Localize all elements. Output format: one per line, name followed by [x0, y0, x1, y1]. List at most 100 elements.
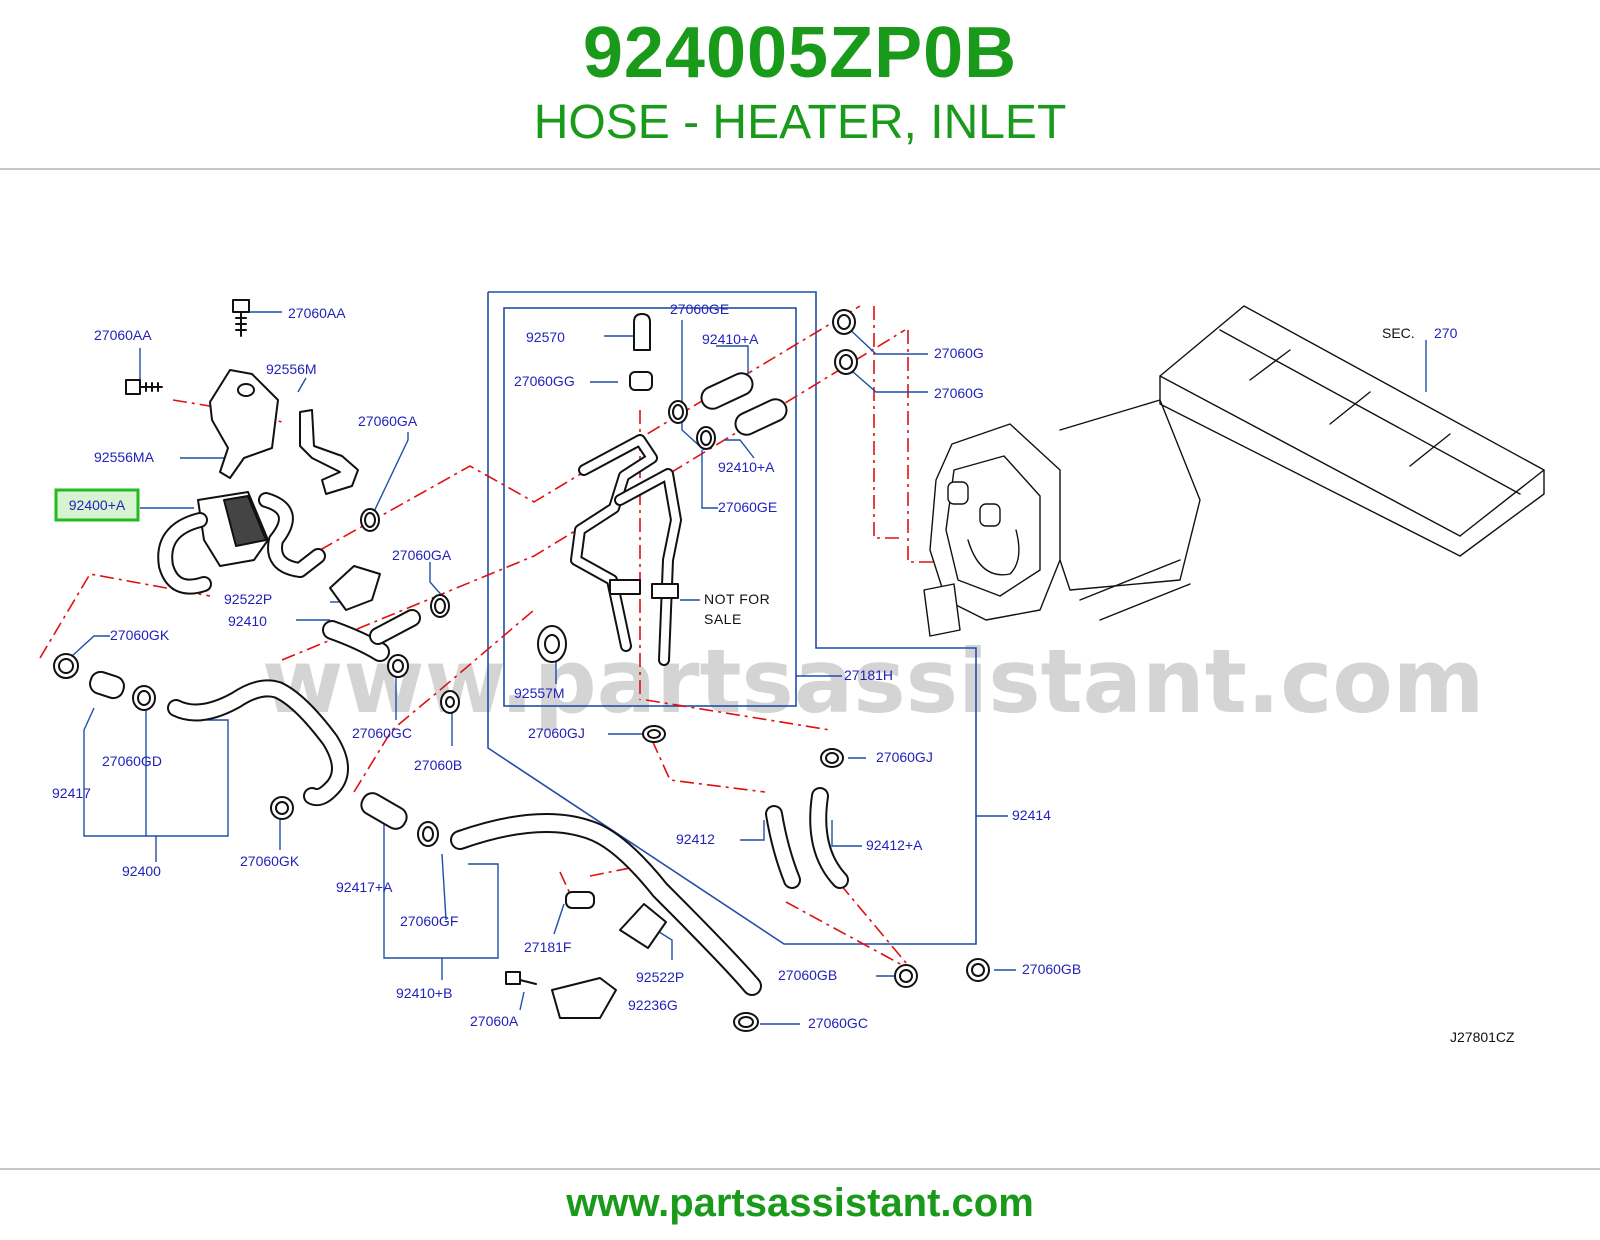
label-92557M[interactable]: 92557M	[514, 685, 565, 701]
pipe-92417-icon	[89, 670, 125, 700]
engine-manifold-icon	[923, 305, 1545, 637]
clamp-27060GC-1-icon	[387, 654, 409, 678]
label-92522P-2[interactable]: 92522P	[636, 969, 684, 985]
clamp-27060GB-1-icon	[894, 964, 918, 988]
header-divider	[0, 168, 1600, 170]
page-header: 924005ZP0B HOSE - HEATER, INLET	[0, 0, 1600, 170]
diagram-notes: SEC. NOT FOR SALE J27801CZ	[704, 325, 1515, 1045]
sleeve-92410A-1-icon	[700, 372, 754, 410]
label-27060GJ-2[interactable]: 27060GJ	[876, 749, 933, 765]
label-27060GK-2[interactable]: 27060GK	[240, 853, 300, 869]
label-27060B[interactable]: 27060B	[414, 757, 462, 773]
label-92412A[interactable]: 92412+A	[866, 837, 923, 853]
label-92410B[interactable]: 92410+B	[396, 985, 452, 1001]
connection-lines	[39, 305, 950, 971]
highlighted-part-label[interactable]: 92400+A	[69, 497, 126, 513]
clamp-27060GJ-2-icon	[820, 748, 844, 768]
clamp-27060GC-2-icon	[733, 1012, 759, 1032]
pipe-assembly-27181H-icon	[570, 434, 682, 666]
label-92236G[interactable]: 92236G	[628, 997, 678, 1013]
label-92556MA[interactable]: 92556MA	[94, 449, 155, 465]
clip-27181F-icon	[565, 891, 595, 909]
label-27060GD[interactable]: 27060GD	[102, 753, 162, 769]
label-27060GA-1[interactable]: 27060GA	[358, 413, 418, 429]
label-27060GB-1[interactable]: 27060GB	[778, 967, 837, 983]
clamp-27060GB-2-icon	[966, 958, 990, 982]
bracket-92236G-icon	[551, 977, 617, 1019]
label-27060GB-2[interactable]: 27060GB	[1022, 961, 1081, 977]
label-27060GC-1[interactable]: 27060GC	[352, 725, 412, 741]
hose-92410B-icon	[450, 812, 762, 996]
bracket-92556MA-icon	[209, 369, 279, 479]
label-27060GE-2[interactable]: 27060GE	[718, 499, 777, 515]
label-92410[interactable]: 92410	[228, 613, 267, 629]
valve-92400A-icon	[157, 491, 326, 595]
bolt-top-icon	[232, 299, 250, 337]
label-92417[interactable]: 92417	[52, 785, 91, 801]
clamp-27060GK-2-icon	[270, 796, 294, 820]
grommet-92522P-icon	[329, 565, 381, 611]
part-labels: 27060AA 27060AA 92556M 92556MA 27060GA 2…	[52, 301, 1458, 1031]
label-27060GA-2[interactable]: 27060GA	[392, 547, 452, 563]
clamp-27060GG-icon	[629, 371, 653, 391]
group-frame-92414	[487, 291, 977, 945]
label-27060GF[interactable]: 27060GF	[400, 913, 458, 929]
label-92414[interactable]: 92414	[1012, 807, 1051, 823]
clamp-27060GJ-1-icon	[642, 725, 666, 743]
leader-lines	[71, 311, 1427, 1025]
label-27060GJ-1[interactable]: 27060GJ	[528, 725, 585, 741]
label-92400[interactable]: 92400	[122, 863, 161, 879]
footer-url[interactable]: www.partsassistant.com	[566, 1181, 1034, 1225]
clamp-27060G-2-icon	[834, 349, 858, 375]
watermark-text: www.partsassistant.com	[262, 630, 1485, 733]
label-27060AA-top[interactable]: 27060AA	[288, 305, 346, 321]
pipe-92417A-icon	[360, 792, 408, 830]
parts-diagram-svg: www.partsassistant.com	[39, 291, 1545, 1045]
clamp-27060GA-2-icon	[430, 594, 450, 618]
label-27060G-1[interactable]: 27060G	[934, 345, 984, 361]
label-92417A[interactable]: 92417+A	[336, 879, 393, 895]
group-frame-27181H	[503, 307, 797, 707]
label-92412[interactable]: 92412	[676, 831, 715, 847]
clamp-27060GE-1-icon	[668, 400, 688, 424]
label-27060GG[interactable]: 27060GG	[514, 373, 575, 389]
clamp-27060GA-1-icon	[360, 508, 380, 532]
clamp-27060GD-icon	[132, 685, 156, 711]
label-27060GE-1[interactable]: 27060GE	[670, 301, 729, 317]
label-92556M[interactable]: 92556M	[266, 361, 317, 377]
label-27181F[interactable]: 27181F	[524, 939, 571, 955]
label-92570[interactable]: 92570	[526, 329, 565, 345]
cap-92570-icon	[633, 313, 651, 351]
label-27060G-2[interactable]: 27060G	[934, 385, 984, 401]
parts-diagram: www.partsassistant.com	[0, 172, 1600, 1168]
clamp-27060GF-icon	[417, 821, 439, 847]
nut-27060B-icon	[440, 690, 460, 714]
label-27060GK-1[interactable]: 27060GK	[110, 627, 170, 643]
bolt-27060A-icon	[505, 971, 537, 985]
label-27060A[interactable]: 27060A	[470, 1013, 519, 1029]
label-27060GC-2[interactable]: 27060GC	[808, 1015, 868, 1031]
label-27181H[interactable]: 27181H	[844, 667, 893, 683]
bolt-left-icon	[125, 379, 163, 395]
clamp-27060GK-1-icon	[53, 653, 79, 679]
label-92522P-1[interactable]: 92522P	[224, 591, 272, 607]
sec-ref-label[interactable]: 270	[1434, 325, 1458, 341]
not-for-sale-line2: SALE	[704, 611, 742, 627]
clamp-27060G-1-icon	[832, 309, 856, 335]
sec-prefix: SEC.	[1382, 325, 1415, 341]
footer-divider	[0, 1168, 1600, 1170]
sleeve-92410A-2-icon	[734, 398, 788, 436]
label-27060AA-left[interactable]: 27060AA	[94, 327, 152, 343]
label-92410A-2[interactable]: 92410+A	[718, 459, 775, 475]
part-name: HOSE - HEATER, INLET	[533, 96, 1067, 149]
diagram-code: J27801CZ	[1450, 1029, 1515, 1045]
bracket-92556M-icon	[299, 409, 359, 495]
label-92410A-1[interactable]: 92410+A	[702, 331, 759, 347]
part-number: 924005ZP0B	[582, 13, 1018, 93]
grommet-92522P-2-icon	[619, 903, 667, 949]
highlighted-part-box[interactable]	[54, 488, 140, 522]
grommet-92557M-icon	[537, 625, 567, 663]
clamp-27060GE-2-icon	[696, 426, 716, 450]
group-frames	[487, 291, 977, 945]
parts-artwork	[53, 299, 1545, 1032]
